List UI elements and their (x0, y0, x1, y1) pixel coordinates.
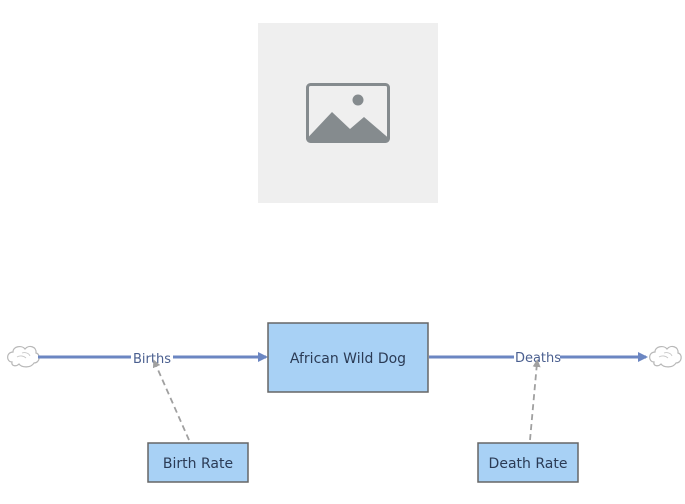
birth-rate-link[interactable] (152, 359, 190, 441)
births-flow-label[interactable]: Births (133, 352, 171, 367)
variable-birth-rate[interactable]: Birth Rate (147, 442, 249, 483)
variable-death-rate[interactable]: Death Rate (477, 442, 579, 483)
image-placeholder[interactable] (258, 23, 438, 203)
source-cloud-icon[interactable] (7, 345, 40, 368)
stock-african-wild-dog[interactable]: African Wild Dog (267, 322, 429, 393)
deaths-flow-label[interactable]: Deaths (515, 351, 561, 366)
stock-label: African Wild Dog (290, 351, 406, 367)
sink-cloud-icon[interactable] (649, 345, 682, 368)
death-rate-label: Death Rate (489, 456, 568, 472)
death-rate-link[interactable] (529, 359, 541, 441)
birth-rate-label: Birth Rate (163, 456, 233, 472)
image-icon (306, 83, 390, 143)
